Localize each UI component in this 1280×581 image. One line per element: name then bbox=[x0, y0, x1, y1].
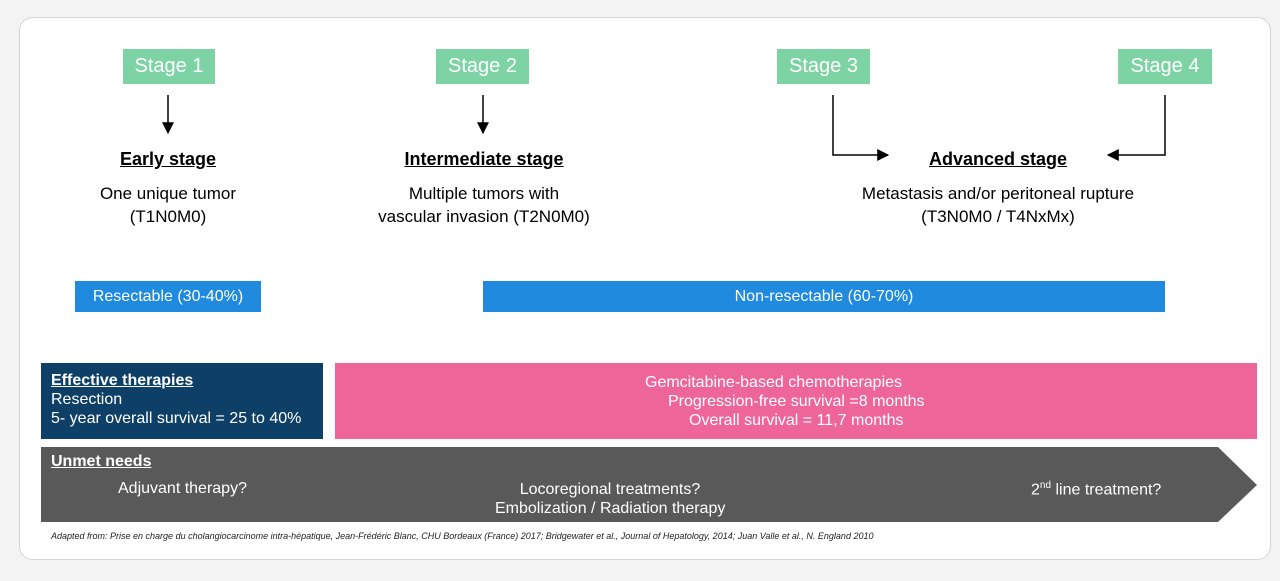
chemotherapy-box: Gemcitabine-based chemotherapies Progres… bbox=[335, 363, 1257, 439]
unmet-needs-title: Unmet needs bbox=[51, 453, 152, 470]
second-line-superscript: nd bbox=[1039, 480, 1052, 491]
advanced-stage-title: Advanced stage bbox=[928, 149, 1068, 169]
second-line-number: 2 bbox=[1031, 481, 1040, 499]
stage-3-arrow bbox=[832, 95, 890, 161]
stage-2-box: Stage 2 bbox=[436, 49, 529, 84]
resectable-bar: Resectable (30-40%) bbox=[75, 281, 261, 312]
unmet-loco-line1: Locoregional treatments? bbox=[519, 481, 701, 498]
effective-therapies-line2: 5- year overall survival = 25 to 40% bbox=[51, 410, 302, 427]
stage-2-label: Stage 2 bbox=[448, 55, 517, 77]
intermediate-stage-description: Multiple tumors with vascular invasion (… bbox=[344, 182, 624, 228]
unmet-adjuvant: Adjuvant therapy? bbox=[118, 480, 247, 497]
stage-4-label: Stage 4 bbox=[1130, 55, 1200, 77]
effective-therapies-box: Effective therapies Resection 5- year ov… bbox=[41, 363, 323, 439]
stage-4-box: Stage 4 bbox=[1118, 49, 1212, 84]
stage-1-box: Stage 1 bbox=[123, 49, 215, 84]
intermediate-stage-title: Intermediate stage bbox=[404, 149, 564, 169]
early-stage-title: Early stage bbox=[119, 149, 217, 169]
stage-4-arrow bbox=[1106, 95, 1166, 161]
chemo-line2: Progression-free survival =8 months bbox=[668, 393, 925, 410]
non-resectable-bar: Non-resectable (60-70%) bbox=[483, 281, 1165, 312]
early-stage-description: One unique tumor (T1N0M0) bbox=[48, 182, 288, 228]
chemo-line3: Overall survival = 11,7 months bbox=[689, 412, 904, 429]
effective-therapies-title: Effective therapies bbox=[51, 372, 194, 389]
non-resectable-label: Non-resectable (60-70%) bbox=[734, 287, 914, 305]
advanced-desc-line1: Metastasis and/or peritoneal rupture bbox=[861, 184, 1135, 203]
unmet-locoregional: Locoregional treatments? Embolization / … bbox=[495, 480, 725, 518]
chemo-line1: Gemcitabine-based chemotherapies bbox=[645, 374, 903, 391]
advanced-stage-description: Metastasis and/or peritoneal rupture (T3… bbox=[828, 182, 1168, 228]
unmet-needs-arrow bbox=[41, 447, 1257, 522]
early-desc-line2: (T1N0M0) bbox=[129, 207, 207, 226]
stage-3-label: Stage 3 bbox=[789, 55, 858, 77]
advanced-desc-line2: (T3N0M0 / T4NxMx) bbox=[921, 207, 1075, 226]
stage-3-box: Stage 3 bbox=[777, 49, 870, 84]
early-desc-line1: One unique tumor bbox=[99, 184, 237, 203]
source-footnote: Adapted from: Prise en charge du cholang… bbox=[51, 531, 874, 541]
effective-therapies-line1: Resection bbox=[51, 391, 123, 408]
intermediate-desc-line1: Multiple tumors with bbox=[408, 184, 560, 203]
resectable-label: Resectable (30-40%) bbox=[92, 287, 244, 305]
stage-1-label: Stage 1 bbox=[134, 55, 204, 77]
unmet-second-line: 2nd line treatment? bbox=[1031, 480, 1161, 499]
unmet-loco-line2: Embolization / Radiation therapy bbox=[495, 500, 726, 517]
intermediate-desc-line2: vascular invasion (T2N0M0) bbox=[378, 207, 590, 226]
second-line-text: line treatment? bbox=[1051, 481, 1162, 499]
